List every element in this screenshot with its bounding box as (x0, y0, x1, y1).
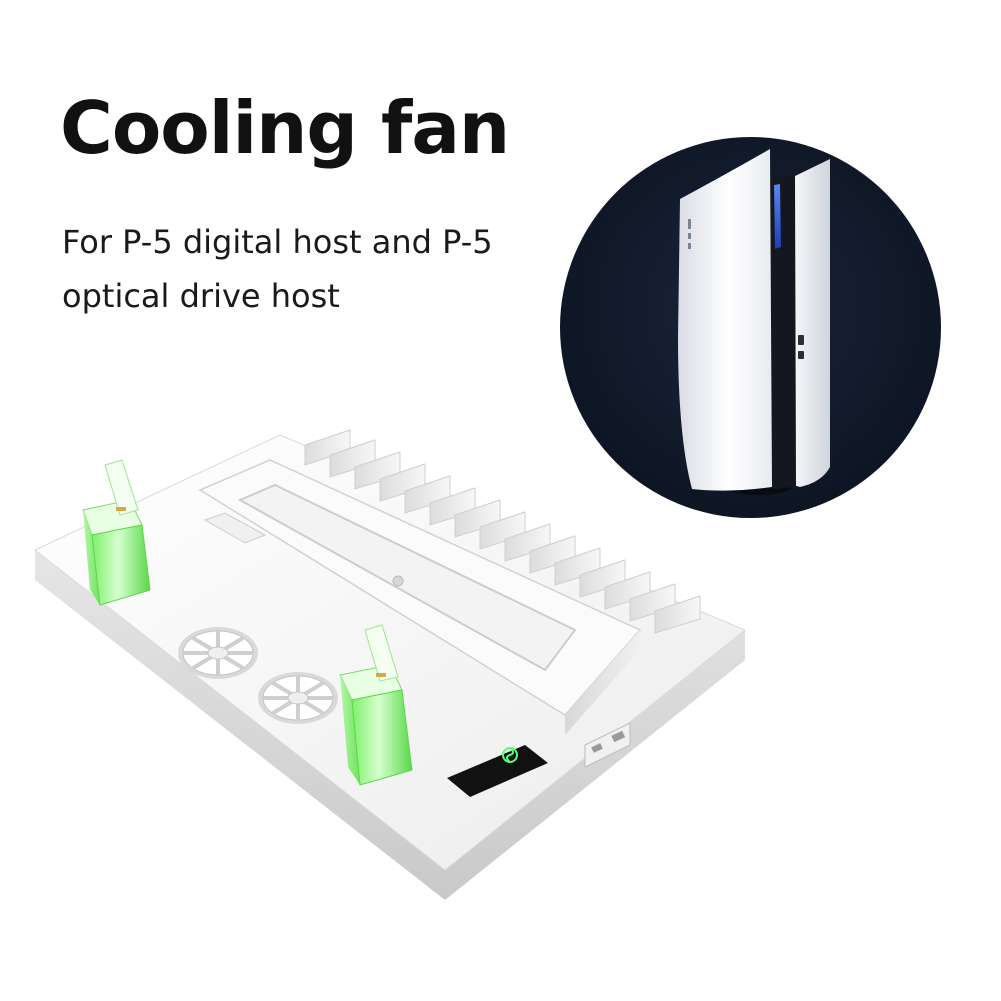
stand-base-edge (35, 550, 745, 900)
console-photo-circle (560, 137, 941, 518)
product-subtitle: For P-5 digital host and P-5 optical dri… (62, 215, 582, 323)
cooling-stand-illustration (34, 429, 746, 900)
connector-port (203, 512, 267, 544)
console-light-strip (774, 184, 781, 249)
console-right-panel (793, 159, 830, 487)
console-left-panel (678, 149, 772, 491)
console-core (770, 175, 796, 489)
cooling-stand-image (30, 415, 760, 905)
charging-dock-right (339, 624, 413, 786)
fan-icon (178, 627, 258, 679)
subtitle-line-2: optical drive host (62, 277, 340, 315)
subtitle-line-1: For P-5 digital host and P-5 (62, 223, 493, 261)
console-logo-icon (688, 219, 691, 249)
console-slot (237, 483, 577, 672)
screw-hole (392, 575, 404, 587)
fan-icon (258, 672, 338, 724)
console-illustration (560, 137, 941, 518)
digital-display (447, 745, 548, 797)
fan-symbol-icon (502, 747, 518, 763)
cooling-fins (304, 429, 701, 634)
page-title: Cooling fan (60, 86, 510, 170)
console-platform-side (565, 630, 640, 735)
usb-ports (584, 722, 631, 768)
charging-dock-left (82, 459, 151, 606)
